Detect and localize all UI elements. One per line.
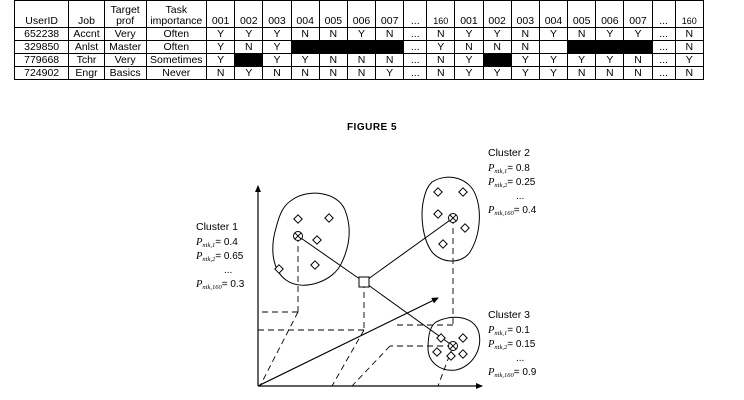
center-point-square — [358, 276, 370, 288]
data-point-diamond — [312, 235, 322, 245]
data-point-diamond — [310, 260, 320, 270]
cluster-name: Cluster 2 — [488, 147, 530, 159]
data-point-diamond — [293, 214, 303, 224]
table-cell — [567, 40, 597, 54]
data-point-diamond — [324, 213, 334, 223]
cluster-probability-line: Pntk,1= 0.8 — [487, 163, 530, 175]
table-header-cell: 006 — [346, 0, 377, 28]
data-point-diamond — [274, 264, 284, 274]
table-header-cell: 160 — [674, 0, 705, 28]
projection-lines — [258, 218, 454, 387]
data-point-diamond — [433, 187, 443, 197]
table-cell: Y — [375, 66, 405, 80]
centroid-links — [297, 217, 454, 347]
table-cell: Basics — [103, 66, 147, 80]
cluster-probability-line: ... — [516, 353, 524, 364]
data-point-diamond — [438, 239, 448, 249]
table-cell: N — [674, 66, 705, 80]
figure-title: FIGURE 5 — [346, 122, 398, 133]
cluster-probability-line: Pntk,160= 0.4 — [487, 205, 537, 217]
cluster-probability-line: Pntk,2= 0.65 — [195, 251, 244, 263]
data-points — [274, 187, 470, 361]
cluster-name: Cluster 3 — [488, 309, 530, 321]
data-point-diamond — [433, 209, 443, 219]
z-axis — [257, 297, 439, 387]
table-header-cell: 004 — [290, 0, 320, 28]
cluster-probability-line: Pntk,1= 0.4 — [195, 237, 238, 249]
cluster-probability-line: Pntk,160= 0.9 — [487, 367, 537, 379]
cluster-1-boundary — [272, 192, 350, 286]
table-cell: N — [567, 66, 597, 80]
table-cell: N — [318, 66, 348, 80]
data-point-diamond — [446, 351, 456, 361]
data-point-diamond — [458, 349, 468, 359]
table-cell: Y — [482, 66, 512, 80]
data-point-diamond — [458, 333, 468, 343]
table-header-cell: Task importance — [145, 0, 208, 28]
table-cell: Y — [454, 66, 484, 80]
cluster-probability-line: ... — [224, 265, 232, 276]
table-cell — [234, 53, 264, 67]
data-point-diamond — [458, 187, 468, 197]
centroid-1-marker — [293, 231, 303, 241]
cluster-name: Cluster 1 — [196, 221, 238, 233]
cluster-probability-line: ... — [516, 191, 524, 202]
table-cell: N — [623, 66, 653, 80]
data-point-diamond — [460, 223, 470, 233]
cluster-3-boundary — [427, 316, 481, 371]
cluster-2-boundary — [421, 176, 480, 262]
data-point-diamond — [432, 347, 442, 357]
table-cell: Y — [375, 40, 405, 54]
cluster-probability-line: Pntk,2= 0.25 — [487, 177, 536, 189]
data-point-diamond — [436, 333, 446, 343]
centroid-3-marker — [448, 341, 458, 351]
centroid-2-marker — [448, 213, 458, 223]
table-cell: N — [623, 53, 653, 67]
table-cell: Engr — [68, 66, 105, 80]
cluster-probability-line: Pntk,1= 0.1 — [487, 325, 530, 337]
cluster-probability-line: Pntk,160= 0.3 — [195, 279, 245, 291]
cluster-probability-line: Pntk,2= 0.15 — [487, 339, 536, 351]
